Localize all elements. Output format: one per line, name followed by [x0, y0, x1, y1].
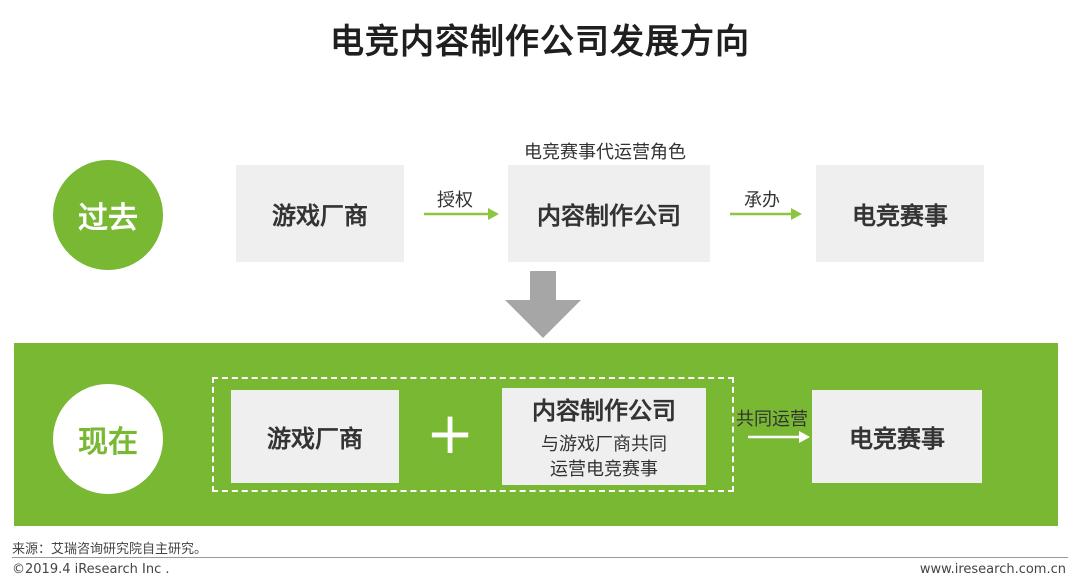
present-node-content-company-title: 内容制作公司 — [532, 397, 676, 425]
arrow-co-operate — [748, 431, 810, 443]
footer-divider — [12, 557, 1068, 558]
edge-label-authorize: 授权 — [437, 190, 473, 211]
page-title: 电竞内容制作公司发展方向 — [330, 22, 750, 62]
transition-down-arrow-icon — [505, 271, 581, 338]
present-circle: 现在 — [53, 384, 163, 494]
present-node-game-vendor: 游戏厂商 — [231, 390, 399, 483]
site-url: www.iresearch.com.cn — [919, 562, 1066, 577]
edge-label-co-operate: 共同运营 — [736, 409, 808, 430]
present-node-content-company-sub-2: 运营电竞赛事 — [550, 459, 658, 480]
plus-icon: + — [425, 399, 475, 467]
arrow-authorize — [424, 208, 499, 220]
copyright-text: ©2019.4 iResearch Inc . — [12, 562, 170, 577]
role-note: 电竞赛事代运营角色 — [524, 142, 686, 163]
past-circle: 过去 — [53, 160, 163, 270]
present-node-content-company: 内容制作公司 与游戏厂商共同 运营电竞赛事 — [502, 388, 706, 485]
arrow-host — [730, 208, 802, 220]
edge-label-host: 承办 — [744, 190, 780, 211]
present-node-esports-event: 电竞赛事 — [812, 390, 982, 483]
past-node-esports-event: 电竞赛事 — [816, 165, 984, 262]
past-node-content-company: 内容制作公司 — [508, 165, 710, 262]
present-node-content-company-sub-1: 与游戏厂商共同 — [541, 434, 667, 455]
past-node-game-vendor: 游戏厂商 — [236, 165, 404, 262]
source-note: 来源：艾瑞咨询研究院自主研究。 — [12, 542, 208, 557]
partnership-dashed-frame — [212, 377, 734, 492]
